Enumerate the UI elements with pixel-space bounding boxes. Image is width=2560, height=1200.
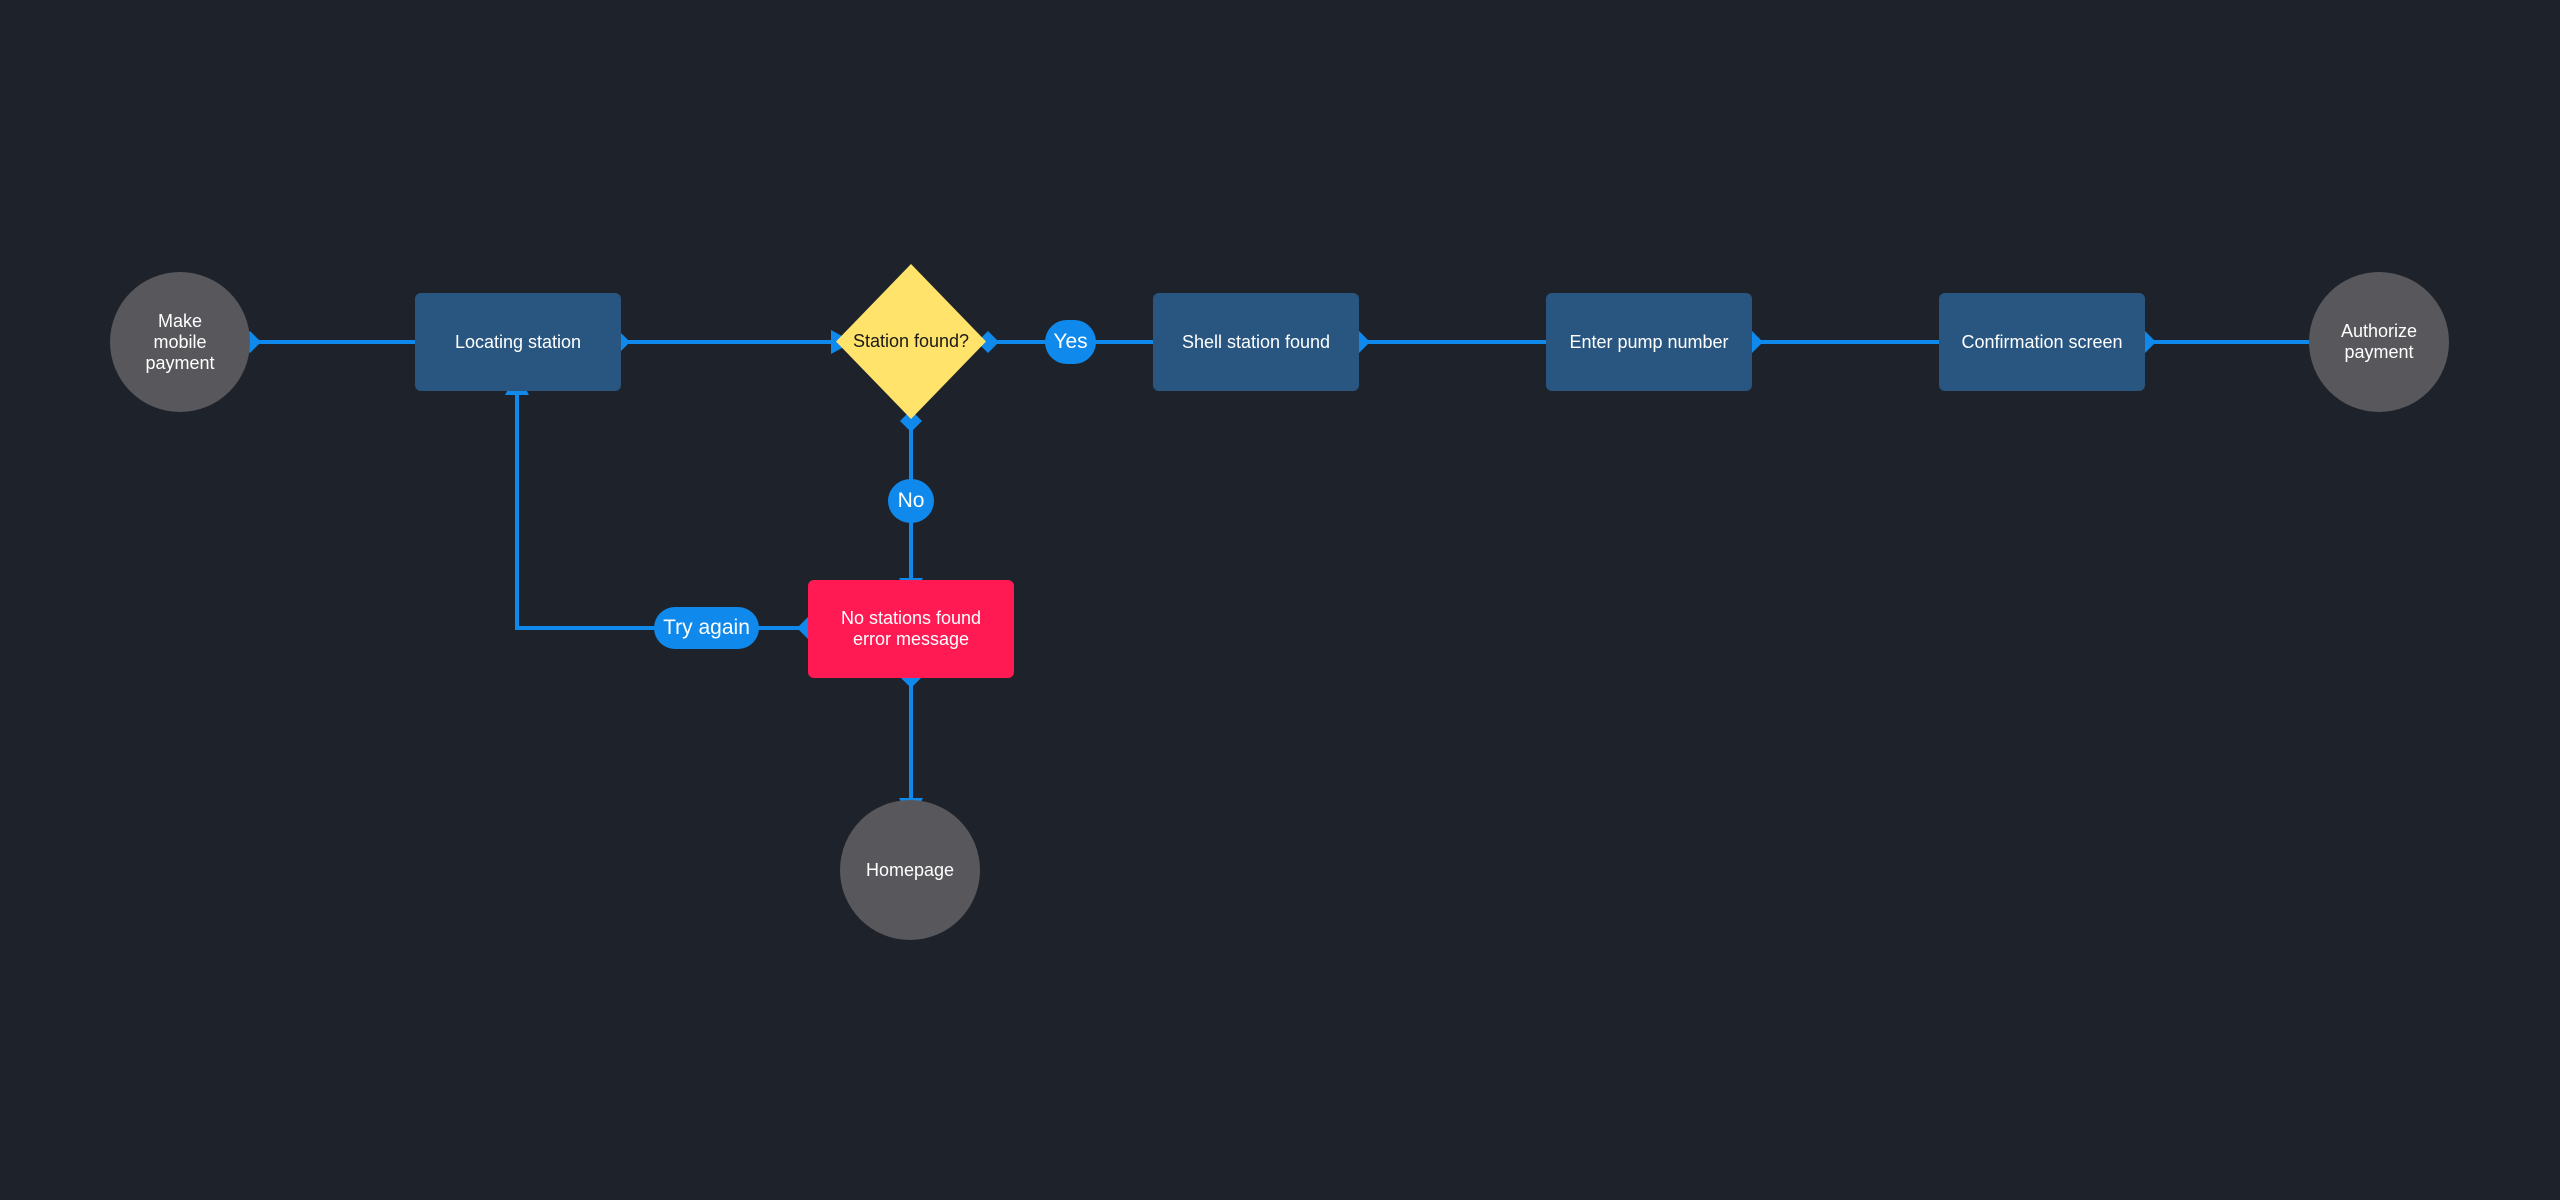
- diamond-marker-icon: [900, 410, 922, 432]
- node-label: Enter pump number: [1569, 331, 1729, 352]
- process-node-locating-station[interactable]: Locating station: [415, 293, 621, 391]
- node-label: Confirmation screen: [1961, 331, 2123, 352]
- diamond-marker-icon: [977, 331, 999, 353]
- start-node-make-mobile-payment[interactable]: Make mobile payment: [110, 272, 250, 412]
- process-node-confirmation-screen[interactable]: Confirmation screen: [1939, 293, 2145, 391]
- edge-label-no[interactable]: No: [888, 479, 934, 523]
- edge-label-yes[interactable]: Yes: [1045, 320, 1096, 364]
- node-label: No stations found error message: [840, 608, 982, 649]
- edge-label-try-again[interactable]: Try again: [654, 607, 759, 649]
- node-label: Homepage: [865, 859, 955, 880]
- end-node-homepage[interactable]: Homepage: [840, 800, 980, 940]
- node-label: Station found?: [852, 331, 970, 351]
- node-label: Make mobile payment: [145, 310, 215, 373]
- node-label: Shell station found: [1181, 331, 1331, 352]
- process-node-enter-pump-number[interactable]: Enter pump number: [1546, 293, 1752, 391]
- process-node-shell-station-found[interactable]: Shell station found: [1153, 293, 1359, 391]
- node-label: Authorize payment: [2340, 321, 2418, 362]
- edge-error-to-locating[interactable]: [515, 381, 808, 630]
- error-node-no-stations-found[interactable]: No stations found error message: [808, 580, 1014, 678]
- end-node-authorize-payment[interactable]: Authorize payment: [2309, 272, 2449, 412]
- decision-diamond-shape: [836, 264, 986, 419]
- decision-node-station-found[interactable]: Station found?: [836, 264, 986, 419]
- node-label: Locating station: [454, 331, 582, 352]
